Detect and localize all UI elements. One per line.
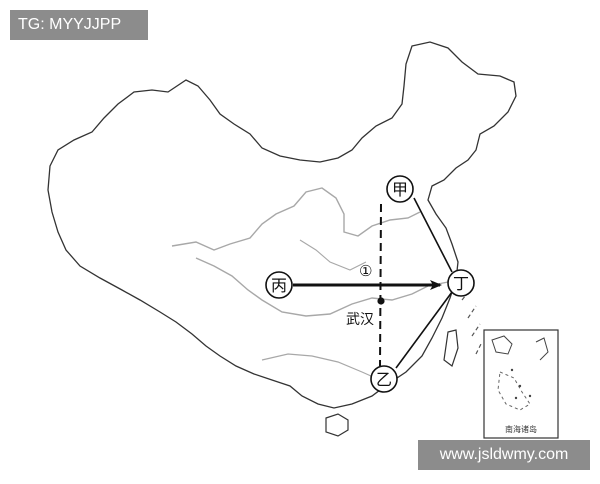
- tributary-river: [299, 239, 367, 271]
- china-border: [47, 41, 517, 409]
- route-marker: ①: [359, 262, 372, 280]
- watermark-bottom: www.jsldwmy.com: [418, 440, 590, 470]
- place-yi: 乙: [370, 365, 398, 393]
- watermark-top: TG: MYYJJPP: [10, 10, 148, 40]
- coast-dashes: [461, 289, 483, 355]
- route-jia-ding: [413, 197, 453, 273]
- place-jia: 甲: [386, 175, 414, 203]
- route-yi-ding: [395, 291, 453, 369]
- place-yi-label: 乙: [376, 370, 392, 389]
- place-ding: 丁: [447, 269, 475, 297]
- inset-label: 南海诸岛: [505, 424, 537, 434]
- taiwan-island: [443, 329, 459, 367]
- pearl-river: [261, 353, 381, 381]
- place-ding-label: 丁: [453, 274, 469, 293]
- place-jia-label: 甲: [392, 180, 408, 199]
- yellow-river: [171, 187, 421, 251]
- wuhan-label: 武汉: [346, 312, 374, 328]
- place-bing-label: 丙: [271, 276, 287, 295]
- yangtze-river: [195, 257, 449, 317]
- wuhan-dot: [377, 297, 385, 305]
- hainan-island: [325, 413, 349, 437]
- place-bing: 丙: [265, 271, 293, 299]
- south-sea-inset: 南海诸岛: [483, 329, 559, 439]
